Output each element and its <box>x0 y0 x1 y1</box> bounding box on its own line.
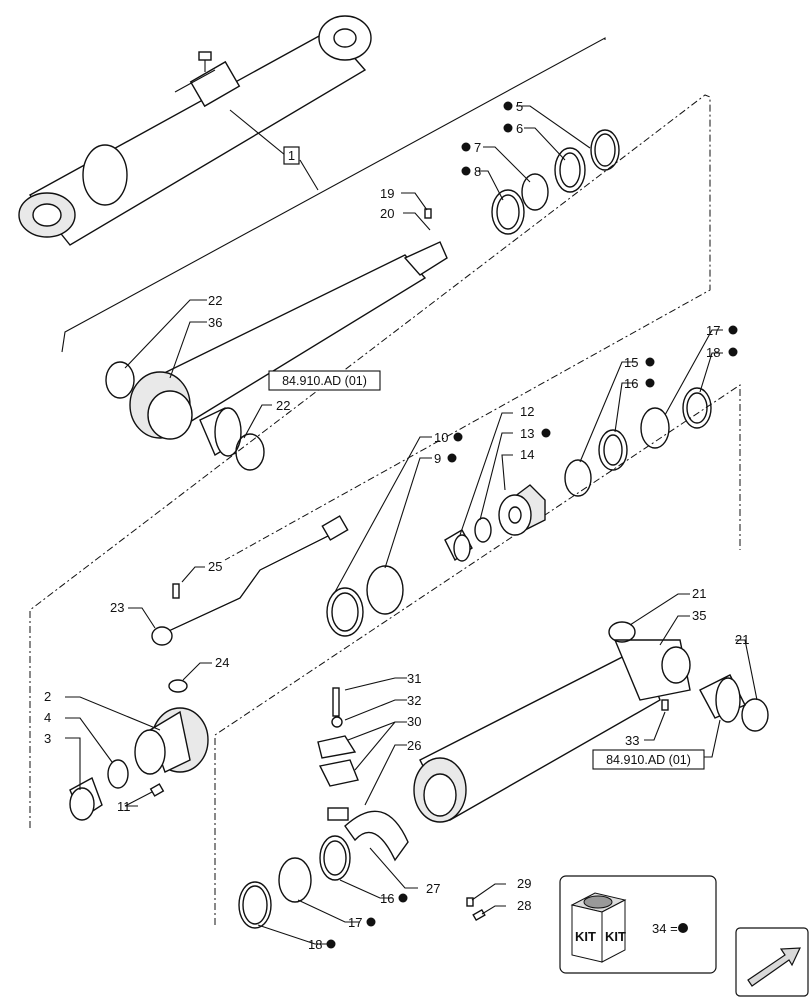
callout-23: 23 <box>110 600 124 615</box>
ring-15 <box>564 459 592 497</box>
ring-4 <box>107 759 129 789</box>
ring-17-bottom <box>278 857 312 903</box>
ring-10 <box>326 587 364 637</box>
kit-text-1: KIT <box>575 929 596 944</box>
ring-22-bottom <box>235 433 265 471</box>
reference-label-bottom: 84.910.AD (01) <box>606 753 691 767</box>
callout-3: 3 <box>44 731 51 746</box>
nut-32 <box>331 716 343 728</box>
bolt-31 <box>332 687 340 717</box>
kit-dot-icon <box>678 923 688 933</box>
callout-18-top: 18 <box>706 345 720 360</box>
ring-7 <box>521 173 549 211</box>
callout-22-bottom: 22 <box>276 398 290 413</box>
bushing-rod-eye <box>199 407 242 457</box>
screw-28 <box>472 908 486 922</box>
callout-labels: 5 6 7 8 19 20 22 36 22 17 18 15 16 12 13… <box>44 99 749 952</box>
assembled-cylinder <box>18 15 372 246</box>
assembly-boundary-line <box>61 37 606 353</box>
ring-21-top <box>608 621 636 643</box>
callout-32: 32 <box>407 693 421 708</box>
next-page-arrow-icon[interactable] <box>735 927 809 997</box>
callout-29: 29 <box>517 876 531 891</box>
callout-1: 1 <box>288 148 295 163</box>
kit-legend: KIT KIT 34 = <box>559 875 717 974</box>
callout-20: 20 <box>380 206 394 221</box>
callout-21-top: 21 <box>692 586 706 601</box>
callout-18-bottom: 18 <box>308 937 322 952</box>
ring-8 <box>491 189 525 235</box>
ring-16-bottom <box>319 835 351 881</box>
callout-36: 36 <box>208 315 222 330</box>
pipe-23 <box>151 515 349 646</box>
callout-35: 35 <box>692 608 706 623</box>
callout-25: 25 <box>208 559 222 574</box>
callout-9: 9 <box>434 451 441 466</box>
ring-17-top <box>640 407 670 449</box>
callout-7: 7 <box>474 140 481 155</box>
callout-26: 26 <box>407 738 421 753</box>
ring-9 <box>366 565 404 615</box>
reference-label-top: 84.910.AD (01) <box>282 374 367 388</box>
callout-16-top: 16 <box>624 376 638 391</box>
kit-box-icon: KIT KIT <box>570 892 627 963</box>
piston-14 <box>498 484 546 536</box>
bolt-25 <box>172 583 180 599</box>
ring-18-top <box>682 387 712 429</box>
callout-31: 31 <box>407 671 421 686</box>
ring-16-top <box>598 429 628 471</box>
bushing-12 <box>444 529 473 562</box>
callout-19: 19 <box>380 186 394 201</box>
callout-24: 24 <box>215 655 229 670</box>
clamp-26-27 <box>327 807 409 862</box>
cylinder-barrel-35 <box>413 639 691 823</box>
callout-33: 33 <box>625 733 639 748</box>
callout-10: 10 <box>434 430 448 445</box>
kit-text-2: KIT <box>605 929 626 944</box>
callout-13: 13 <box>520 426 534 441</box>
ring-6 <box>554 147 586 193</box>
callout-12: 12 <box>520 404 534 419</box>
callout-27: 27 <box>426 881 440 896</box>
callout-box-1: 1 <box>283 146 300 165</box>
bushing-barrel-eye <box>699 674 746 723</box>
screw-11 <box>149 783 165 797</box>
callout-14: 14 <box>520 447 534 462</box>
piston-rod <box>129 208 448 440</box>
kit-equation: 34 = <box>652 921 678 936</box>
callout-15: 15 <box>624 355 638 370</box>
callout-6: 6 <box>516 121 523 136</box>
cylinder-head-2 <box>134 707 209 775</box>
reference-box-bottom[interactable]: 84.910.AD (01) <box>592 749 705 770</box>
ring-22-top <box>105 361 135 399</box>
fitting-33 <box>661 699 669 711</box>
callout-30: 30 <box>407 714 421 729</box>
callout-21-bottom: 21 <box>735 632 749 647</box>
ring-18-bottom <box>238 881 272 929</box>
ring-21-bottom <box>741 698 769 732</box>
washer-29 <box>466 897 474 907</box>
callout-16-bottom: 16 <box>380 891 394 906</box>
callout-4: 4 <box>44 710 51 725</box>
ring-24 <box>168 679 188 693</box>
clamp-30 <box>317 735 357 759</box>
leader-lines <box>65 105 758 945</box>
callout-11: 11 <box>117 799 131 814</box>
ring-13 <box>474 517 492 543</box>
callout-22-top: 22 <box>208 293 222 308</box>
callout-2: 2 <box>44 689 51 704</box>
reference-box-top[interactable]: 84.910.AD (01) <box>268 370 381 391</box>
callout-8: 8 <box>474 164 481 179</box>
ring-5 <box>590 129 620 171</box>
bushing-3 <box>69 776 103 821</box>
callout-17-bottom: 17 <box>348 915 362 930</box>
callout-17-top: 17 <box>706 323 720 338</box>
callout-28: 28 <box>517 898 531 913</box>
callout-5: 5 <box>516 99 523 114</box>
